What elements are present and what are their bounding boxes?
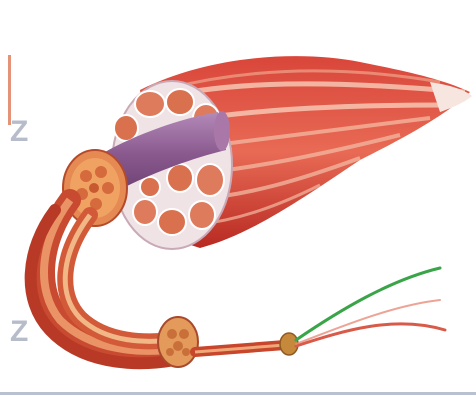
myofilaments (296, 268, 445, 346)
bottom-border (0, 392, 476, 395)
myofibril (195, 333, 298, 355)
myofibril-bundle (158, 317, 198, 367)
z-label-lower: Z (10, 317, 28, 347)
z-label-upper: Z (10, 117, 28, 147)
